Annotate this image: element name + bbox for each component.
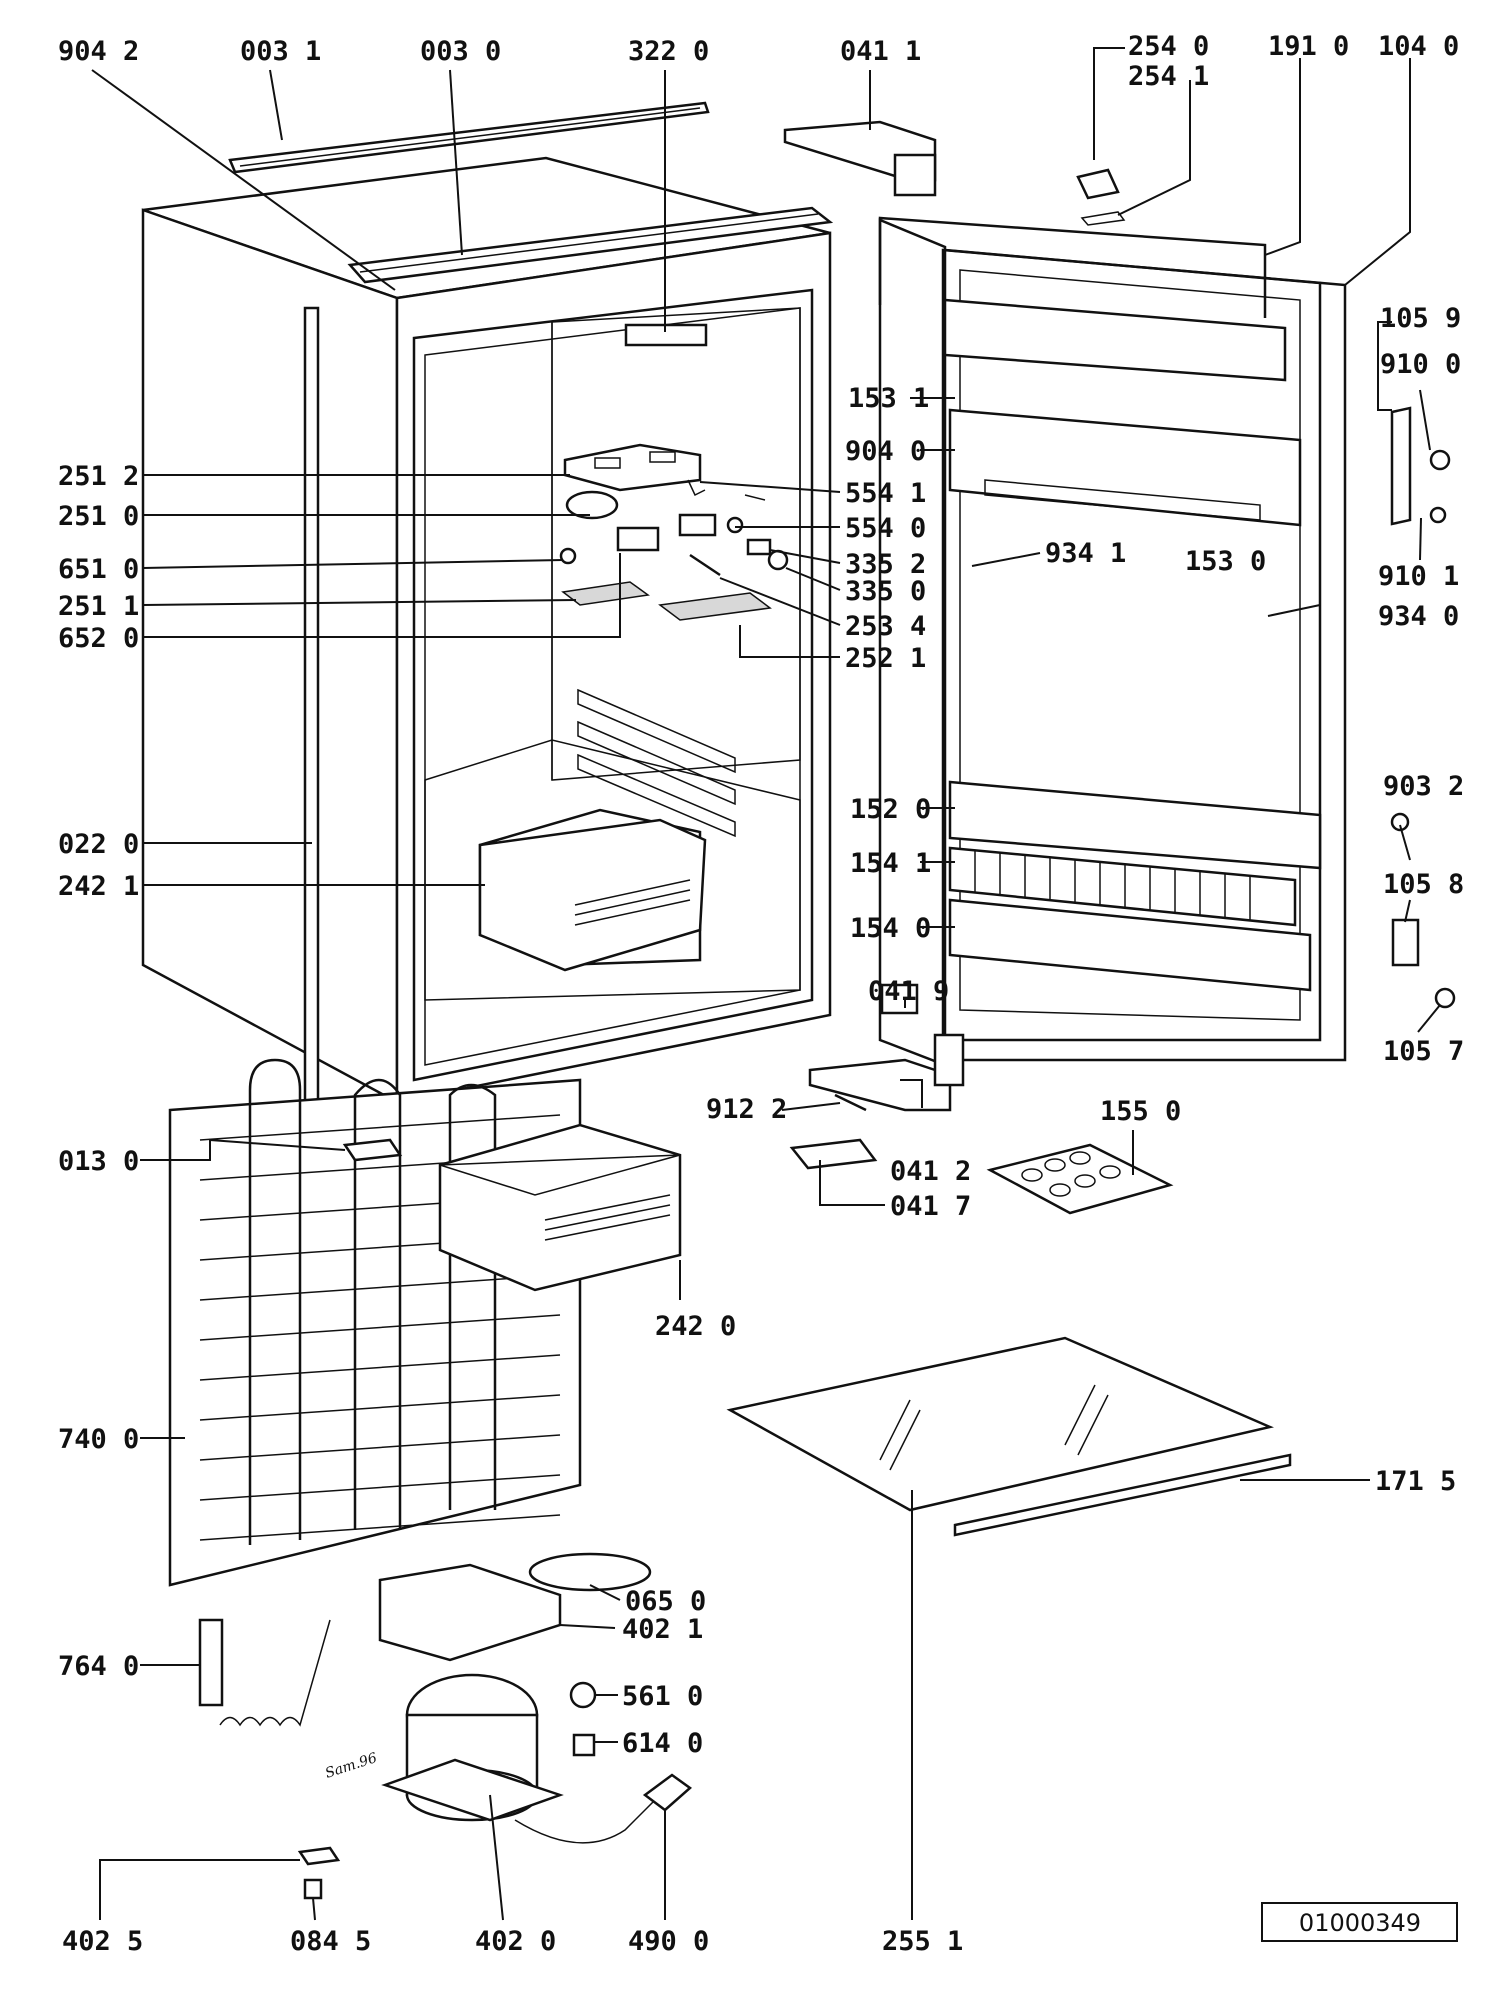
hinge-brackets bbox=[783, 120, 965, 1170]
leader-lines bbox=[91, 47, 1441, 1921]
label-554-1: 554 1 bbox=[845, 478, 926, 509]
label-152-0: 152 0 bbox=[850, 794, 931, 825]
label-154-1: 154 1 bbox=[850, 848, 931, 879]
label-402-1: 402 1 bbox=[622, 1614, 703, 1645]
label-022-0: 022 0 bbox=[58, 829, 139, 860]
label-104-0: 104 0 bbox=[1378, 31, 1459, 62]
label-105-9: 105 9 bbox=[1380, 303, 1461, 334]
document-id-box: 01000349 bbox=[1261, 1902, 1458, 1942]
label-251-1: 251 1 bbox=[58, 591, 139, 622]
label-402-0: 402 0 bbox=[475, 1926, 556, 1957]
label-155-0: 155 0 bbox=[1100, 1096, 1181, 1127]
label-171-5: 171 5 bbox=[1375, 1466, 1456, 1497]
label-251-2: 251 2 bbox=[58, 461, 139, 492]
label-003-0: 003 0 bbox=[420, 36, 501, 67]
label-764-0: 764 0 bbox=[58, 1651, 139, 1682]
label-242-0: 242 0 bbox=[655, 1311, 736, 1342]
label-910-0: 910 0 bbox=[1380, 349, 1461, 380]
label-153-0: 153 0 bbox=[1185, 546, 1266, 577]
label-105-8: 105 8 bbox=[1383, 869, 1464, 900]
glass-shelf bbox=[726, 1336, 1292, 1537]
label-003-1: 003 1 bbox=[240, 36, 321, 67]
label-335-0: 335 0 bbox=[845, 576, 926, 607]
label-904-2: 904 2 bbox=[58, 36, 139, 67]
label-084-5: 084 5 bbox=[290, 1926, 371, 1957]
label-242-1: 242 1 bbox=[58, 871, 139, 902]
label-191-0: 191 0 bbox=[1268, 31, 1349, 62]
part-labels: 904 2 003 1 003 0 322 0 041 1 254 0 254 … bbox=[58, 31, 1464, 1957]
crisper-box bbox=[438, 1123, 682, 1292]
label-154-0: 154 0 bbox=[850, 913, 931, 944]
label-255-1: 255 1 bbox=[882, 1926, 963, 1957]
label-912-2: 912 2 bbox=[706, 1094, 787, 1125]
signature: Sam.96 bbox=[323, 1750, 379, 1782]
compressor-assembly: Sam.96 bbox=[198, 1552, 693, 1900]
label-153-1: 153 1 bbox=[848, 383, 929, 414]
label-740-0: 740 0 bbox=[58, 1424, 139, 1455]
label-904-0: 904 0 bbox=[845, 436, 926, 467]
label-013-0: 013 0 bbox=[58, 1146, 139, 1177]
label-254-0: 254 0 bbox=[1128, 31, 1209, 62]
label-561-0: 561 0 bbox=[622, 1681, 703, 1712]
document-id: 01000349 bbox=[1299, 1909, 1421, 1937]
condenser-coil bbox=[168, 1058, 582, 1587]
label-254-1: 254 1 bbox=[1128, 61, 1209, 92]
label-934-0: 934 0 bbox=[1378, 601, 1459, 632]
label-910-1: 910 1 bbox=[1378, 561, 1459, 592]
label-041-7: 041 7 bbox=[890, 1191, 971, 1222]
label-253-4: 253 4 bbox=[845, 611, 926, 642]
label-614-0: 614 0 bbox=[622, 1728, 703, 1759]
label-903-2: 903 2 bbox=[1383, 771, 1464, 802]
label-490-0: 490 0 bbox=[628, 1926, 709, 1957]
label-041-2: 041 2 bbox=[890, 1156, 971, 1187]
label-105-7: 105 7 bbox=[1383, 1036, 1464, 1067]
label-402-5: 402 5 bbox=[62, 1926, 143, 1957]
label-041-1: 041 1 bbox=[840, 36, 921, 67]
egg-tray bbox=[986, 1143, 1174, 1215]
label-322-0: 322 0 bbox=[628, 36, 709, 67]
label-934-1: 934 1 bbox=[1045, 538, 1126, 569]
refrigerator-cabinet bbox=[141, 101, 834, 1130]
label-065-0: 065 0 bbox=[625, 1586, 706, 1617]
label-554-0: 554 0 bbox=[845, 513, 926, 544]
label-252-1: 252 1 bbox=[845, 643, 926, 674]
label-652-0: 652 0 bbox=[58, 623, 139, 654]
label-651-0: 651 0 bbox=[58, 554, 139, 585]
label-041-9: 041 9 bbox=[868, 976, 949, 1007]
label-251-0: 251 0 bbox=[58, 501, 139, 532]
label-335-2: 335 2 bbox=[845, 549, 926, 580]
refrigerator-door bbox=[878, 168, 1456, 1067]
